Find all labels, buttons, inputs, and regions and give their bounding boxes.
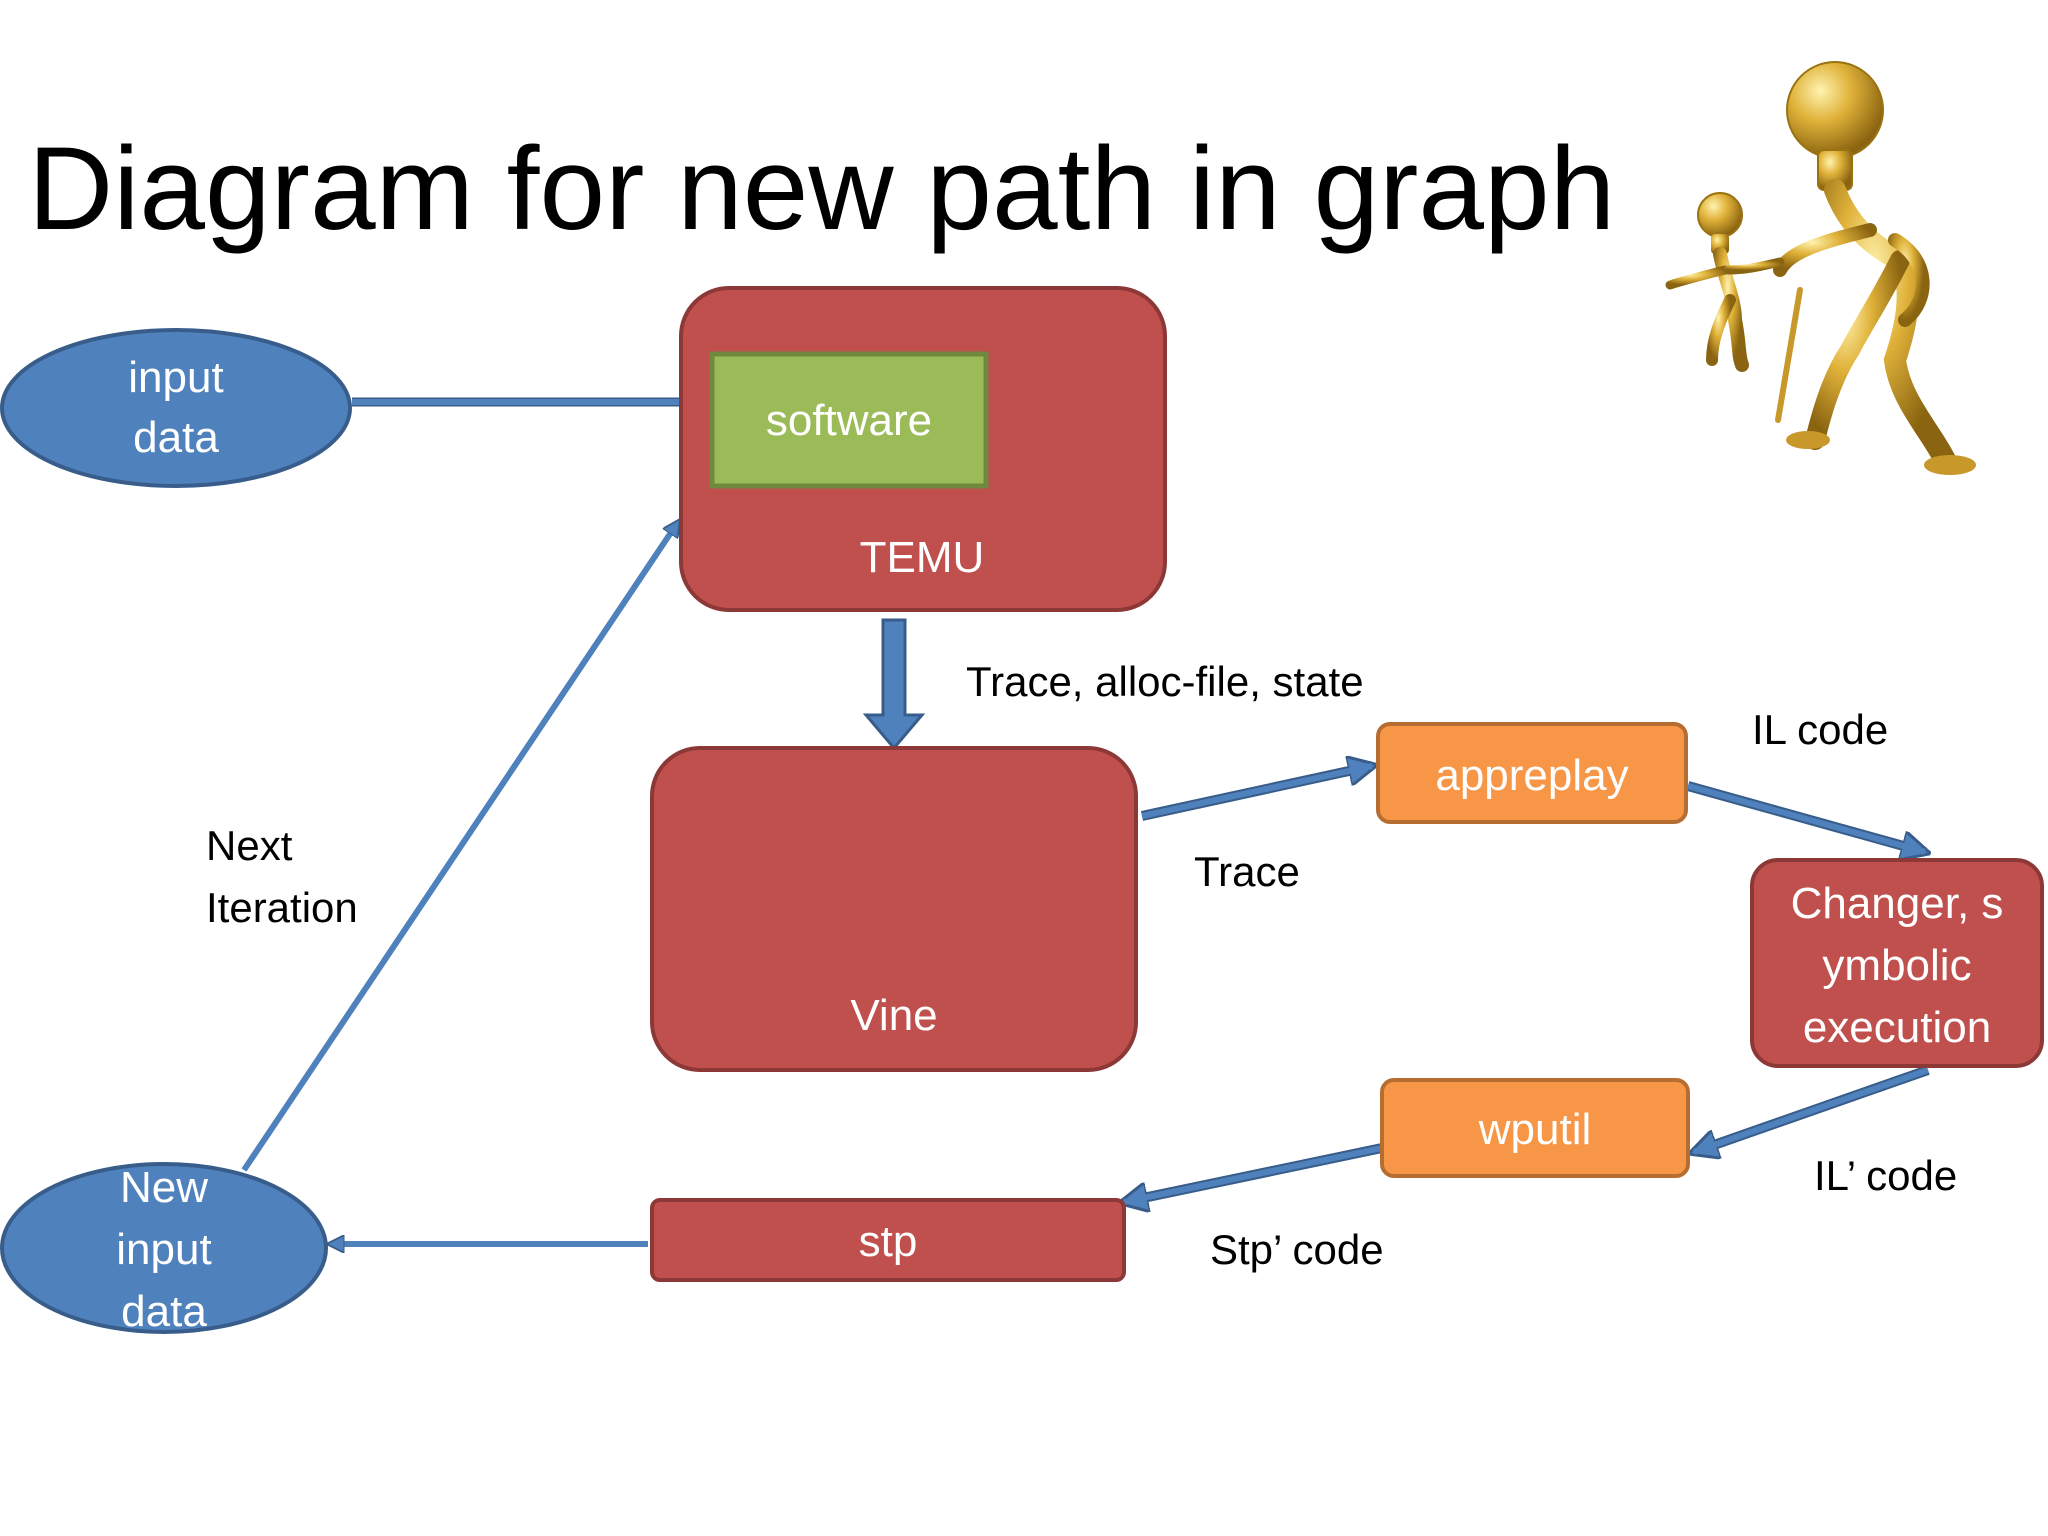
vine-node: Vine (650, 746, 1138, 1072)
temu-label: TEMU (860, 533, 985, 582)
stp-node: stp (650, 1198, 1126, 1282)
edge-label-il-prime-code: IL’ code (1814, 1152, 1957, 1199)
input-data-node: input data (0, 328, 352, 488)
arrow-temu-to-vine (862, 618, 926, 751)
appreplay-node: appreplay (1376, 722, 1688, 824)
slide-title: Diagram for new path in graph (28, 123, 1616, 255)
arrow-changer-to-wputil-inner (1693, 1067, 1929, 1155)
input-data-label-1: input (128, 353, 223, 402)
changer-label-2: ymbolic (1822, 941, 1971, 990)
edge-label-il-code: IL code (1752, 706, 1888, 753)
changer-label-3: execution (1803, 1003, 1991, 1052)
stp-label: stp (859, 1217, 918, 1266)
software-label: software (766, 396, 932, 445)
new-input-data-node: New input data (0, 1162, 328, 1336)
new-input-label-2: input (116, 1225, 211, 1274)
wputil-node: wputil (1380, 1078, 1690, 1178)
input-data-label-2: data (133, 413, 219, 462)
arrow-appreplay-to-changer-inner (1687, 783, 1926, 855)
wputil-label: wputil (1478, 1105, 1592, 1154)
new-input-label-3: data (121, 1287, 207, 1336)
software-node: software (709, 351, 989, 489)
arrow-next-iteration (241, 522, 678, 1172)
edge-label-trace: Trace (1194, 848, 1300, 895)
gold-lightbulb-figures-icon (1665, 61, 2030, 480)
edge-label-iteration: Iteration (206, 884, 358, 931)
new-input-label-1: New (120, 1163, 208, 1212)
arrow-vine-to-appreplay-inner (1141, 763, 1373, 819)
changer-node: Changer, s ymbolic execution (1750, 858, 2044, 1068)
edge-label-stp-prime-code: Stp’ code (1210, 1226, 1384, 1273)
appreplay-label: appreplay (1435, 751, 1628, 800)
arrow-wputil-to-stp-inner (1123, 1145, 1383, 1205)
changer-label-1: Changer, s (1791, 879, 2004, 928)
edge-label-next: Next (206, 822, 293, 869)
vine-label: Vine (850, 991, 937, 1040)
edge-label-trace-alloc-state: Trace, alloc-file, state (966, 658, 1364, 705)
